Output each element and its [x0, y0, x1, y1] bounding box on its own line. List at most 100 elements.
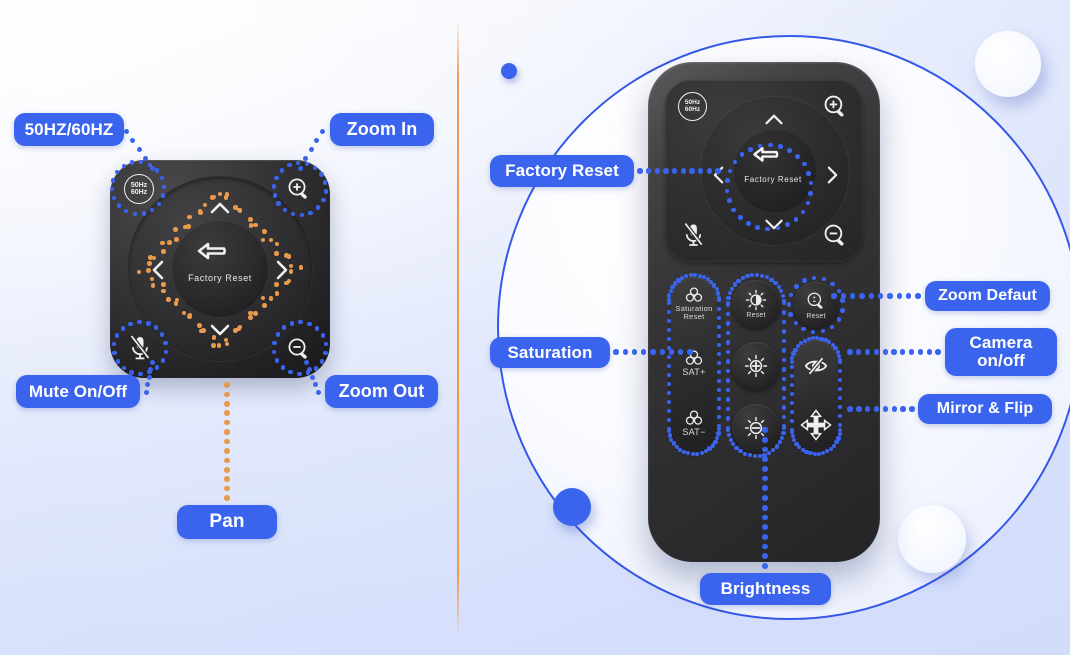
magnifier-plus-icon: [824, 95, 844, 117]
callout-50hz-60hz-label: 50HZ/60HZ: [24, 119, 114, 139]
callout-brightness-label: Brightness: [720, 579, 811, 599]
chevron-right-icon: [827, 166, 837, 184]
mirror-flip-button[interactable]: [794, 402, 838, 448]
callout-zoom-in[interactable]: Zoom In: [330, 113, 434, 146]
dpad-down-remote[interactable]: [760, 215, 788, 233]
saturation-minus-label: SAT−: [682, 427, 706, 438]
brightness-minus-button[interactable]: [732, 404, 780, 452]
magnifier-minus-icon: [824, 224, 844, 246]
remote-dpad-center: [734, 130, 816, 212]
callout-50hz-60hz[interactable]: 50HZ/60HZ: [14, 113, 124, 146]
brightness-reset-icon: [745, 289, 767, 311]
callout-zoom-default[interactable]: Zoom Defaut: [925, 281, 1050, 311]
callout-mute-on-off[interactable]: Mute On/Off: [16, 375, 140, 408]
dpad-left-left[interactable]: [148, 256, 168, 284]
zoom-out-button-left[interactable]: [284, 334, 314, 364]
factory-reset-button-left[interactable]: [192, 234, 248, 274]
callout-zoom-out[interactable]: Zoom Out: [325, 375, 438, 408]
saturation-minus-button[interactable]: SAT−: [671, 402, 717, 446]
hz-badge-left[interactable]: 50Hz 60Hz: [124, 174, 154, 204]
undo-arrow-icon: [753, 146, 779, 162]
panel-divider: [457, 18, 459, 638]
magnifier-plus-icon: [288, 178, 307, 199]
zoom-out-button-remote[interactable]: [820, 220, 850, 250]
factory-reset-label-remote: Factory Reset: [744, 175, 802, 184]
saturation-icon: [685, 410, 703, 426]
chevron-up-icon: [210, 202, 230, 214]
brightness-minus-icon: [744, 416, 768, 440]
dpad-right-left[interactable]: [272, 256, 292, 284]
saturation-column: [671, 277, 717, 452]
callout-factory-reset[interactable]: Factory Reset: [490, 155, 634, 187]
chevron-left-icon: [152, 260, 164, 280]
callout-zoom-in-label: Zoom In: [346, 119, 418, 140]
hz-badge-line1: 50Hz: [130, 182, 148, 189]
brightness-reset-button[interactable]: Reset: [732, 280, 780, 328]
callout-factory-reset-label: Factory Reset: [505, 161, 619, 181]
zoom-in-button-remote[interactable]: [820, 91, 850, 121]
hz-badge-remote-line1: 50Hz: [684, 99, 701, 106]
saturation-icon: [685, 287, 703, 302]
dpad-right-remote[interactable]: [823, 162, 841, 188]
brightness-plus-button[interactable]: [732, 342, 780, 390]
chevron-down-icon: [210, 324, 230, 336]
left-dpad-module: 50Hz 60Hz: [110, 160, 330, 378]
remote-dpad-panel: 50Hz 60Hz: [665, 80, 863, 262]
saturation-reset-button[interactable]: Saturation Reset: [671, 280, 717, 328]
callout-saturation[interactable]: Saturation: [490, 337, 610, 368]
magnifier-minus-icon: [288, 338, 307, 359]
mirror-flip-arrows-icon: [800, 409, 832, 441]
dpad-down-left[interactable]: [206, 320, 234, 340]
camera-on-off-button[interactable]: [794, 344, 838, 388]
dpad-up-remote[interactable]: [760, 110, 788, 128]
saturation-reset-label: Saturation Reset: [675, 304, 713, 321]
callout-saturation-label: Saturation: [507, 342, 593, 362]
chevron-right-icon: [276, 260, 288, 280]
brightness-reset-label: Reset: [746, 311, 766, 319]
dpad-inner-ring: [171, 220, 269, 318]
callout-pan[interactable]: Pan: [177, 505, 277, 539]
callout-camera-on-off[interactable]: Camera on/off: [945, 328, 1057, 376]
mute-button-left[interactable]: [124, 332, 156, 364]
zoom-default-button[interactable]: Reset: [793, 282, 839, 328]
magnifier-reset-icon: [807, 292, 823, 309]
zoom-default-label: Reset: [806, 312, 826, 320]
dpad-up-left[interactable]: [206, 198, 234, 218]
mute-button-remote[interactable]: [677, 218, 709, 252]
callout-mirror-flip-label: Mirror & Flip: [936, 399, 1034, 417]
zoom-in-button-left[interactable]: [284, 174, 314, 204]
callout-pan-label: Pan: [209, 511, 245, 533]
hz-badge-remote-line2: 60Hz: [684, 105, 701, 113]
remote-control-body: 50Hz 60Hz: [648, 62, 880, 562]
hz-badge-remote[interactable]: 50Hz 60Hz: [678, 92, 707, 121]
callout-mute-on-off-label: Mute On/Off: [28, 381, 128, 401]
callout-zoom-default-label: Zoom Defaut: [938, 286, 1037, 304]
decorative-circle-bottom-right: [898, 505, 966, 573]
factory-reset-button-remote[interactable]: [747, 140, 799, 174]
saturation-plus-button[interactable]: SAT+: [671, 342, 717, 386]
decorative-circle-top-right: [975, 31, 1041, 97]
decorative-dot-large: [553, 488, 591, 526]
callout-brightness[interactable]: Brightness: [700, 573, 831, 605]
callout-camera-on-off-label: Camera on/off: [969, 333, 1033, 370]
decorative-dot-small: [501, 63, 517, 79]
callout-mirror-flip[interactable]: Mirror & Flip: [918, 394, 1052, 424]
